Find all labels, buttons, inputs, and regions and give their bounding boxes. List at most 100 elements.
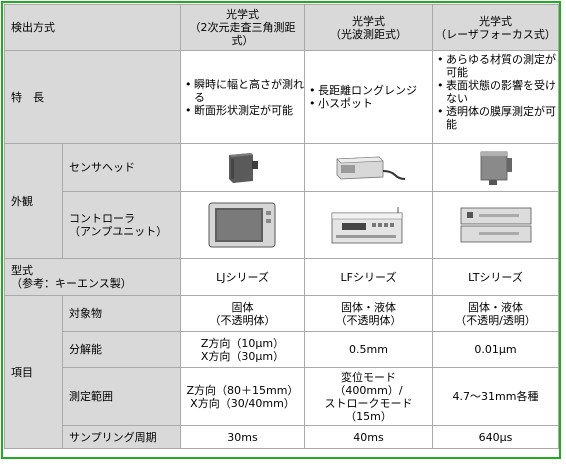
target-label: 対象物 bbox=[69, 307, 102, 320]
sampling-row: サンプリング周期 30ms 40ms 640μs bbox=[5, 425, 559, 449]
model-row: 型式 （参考：キーエンス製） LJシリーズ LFシリーズ LTシリーズ bbox=[4, 258, 559, 296]
col3-header-line1: 光学式 bbox=[479, 14, 512, 28]
appearance-label-cell: 外観 bbox=[4, 143, 63, 259]
model-col3-cell: LTシリーズ bbox=[432, 258, 559, 296]
lf-controller-cell bbox=[304, 191, 433, 259]
model-col1: LJシリーズ bbox=[216, 270, 269, 284]
items-label: 項目 bbox=[11, 365, 33, 379]
method-header-label: 検出方式 bbox=[11, 21, 55, 34]
sampling-col1-cell: 30ms bbox=[180, 425, 305, 449]
features-col1-item: 瞬時に幅と高さが測れる bbox=[185, 78, 304, 104]
lj-sensor-head-image bbox=[228, 152, 258, 183]
features-col3-item: 透明体の膜厚測定が可能 bbox=[437, 105, 558, 131]
col1-header-cell: 光学式 （2次元走査三角測距 式） bbox=[180, 4, 305, 51]
range-col1-cell: Z方向（80＋15mm） X方向（30/40mm） bbox=[180, 367, 305, 426]
sensor-head-label: センサヘッド bbox=[69, 161, 135, 174]
range-col1-line1: Z方向（80＋15mm） bbox=[186, 383, 299, 397]
target-col3-line1: 固体・液体 bbox=[468, 300, 523, 314]
appearance-label: 外観 bbox=[11, 194, 33, 208]
resolution-col1-line2: X方向（30μm） bbox=[200, 349, 285, 363]
col2-header-line2: （光波測距式） bbox=[330, 27, 407, 41]
sampling-col2: 40ms bbox=[353, 430, 384, 444]
range-col2-line2: （400mm）/ bbox=[334, 383, 403, 397]
target-col3-cell: 固体・液体 （不透明/透明） bbox=[432, 295, 559, 332]
features-col2-item: 小スポット bbox=[309, 97, 432, 110]
features-row: 特 長 瞬時に幅と高さが測れる 断面形状測定が可能 長距離ロングレンジ 小スポッ… bbox=[4, 50, 559, 144]
model-col2: LFシリーズ bbox=[340, 270, 397, 284]
resolution-row: 分解能 Z方向（10μm） X方向（30μm） 0.5mm 0.01μm bbox=[5, 331, 559, 368]
target-col1-line2: （不透明体） bbox=[209, 313, 276, 327]
lf-controller-image bbox=[331, 207, 402, 244]
resolution-col3-cell: 0.01μm bbox=[432, 331, 559, 368]
lj-controller-image bbox=[208, 202, 275, 248]
resolution-label-cell: 分解能 bbox=[62, 331, 181, 368]
features-col3-list: あらゆる材質の測定が可能 表面状態の影響を受けない 透明体の膜厚測定が可能 bbox=[437, 53, 558, 131]
features-col3-cell: あらゆる材質の測定が可能 表面状態の影響を受けない 透明体の膜厚測定が可能 bbox=[432, 50, 559, 144]
lt-sensor-head-cell bbox=[432, 143, 559, 192]
range-col2-cell: 変位モード （400mm）/ ストロークモード （15m） bbox=[304, 367, 433, 426]
col1-header-line1: 光学式 bbox=[226, 8, 259, 21]
model-col2-cell: LFシリーズ bbox=[304, 258, 433, 296]
target-col2-line1: 固体・液体 bbox=[341, 300, 396, 314]
controller-label-line1: コントローラ bbox=[69, 212, 135, 225]
sensor-head-label-cell: センサヘッド bbox=[62, 143, 181, 192]
features-col2-list: 長距離ロングレンジ 小スポット bbox=[309, 84, 432, 110]
model-label-line1: 型式 bbox=[11, 264, 33, 277]
sampling-col2-cell: 40ms bbox=[304, 425, 433, 449]
range-col3-cell: 4.7～31mm各種 bbox=[432, 367, 559, 426]
col1-header-line2: （2次元走査三角測距 bbox=[189, 21, 296, 34]
range-col2-line1: 変位モード bbox=[341, 370, 396, 384]
range-row: 測定範囲 Z方向（80＋15mm） X方向（30/40mm） 変位モード （40… bbox=[5, 367, 559, 426]
resolution-col1-cell: Z方向（10μm） X方向（30μm） bbox=[180, 331, 305, 368]
sampling-col1: 30ms bbox=[227, 430, 258, 444]
target-col2-cell: 固体・液体 （不透明体） bbox=[304, 295, 433, 332]
range-col2-line4: （15m） bbox=[345, 409, 392, 423]
features-col1-list: 瞬時に幅と高さが測れる 断面形状測定が可能 bbox=[185, 78, 304, 117]
lj-controller-cell bbox=[180, 191, 305, 259]
col3-header-cell: 光学式 （レーザフォーカス式） bbox=[432, 4, 559, 51]
range-label: 測定範囲 bbox=[69, 390, 113, 403]
lt-controller-cell bbox=[432, 191, 559, 259]
features-col1-item: 断面形状測定が可能 bbox=[185, 104, 304, 117]
header-row: 検出方式 光学式 （2次元走査三角測距 式） 光学式 （光波測距式） 光学式 （… bbox=[4, 4, 559, 51]
model-col3: LTシリーズ bbox=[468, 270, 523, 284]
target-col1-cell: 固体 （不透明体） bbox=[180, 295, 305, 332]
features-label-cell: 特 長 bbox=[4, 50, 181, 144]
sampling-col3-cell: 640μs bbox=[432, 425, 559, 449]
controller-row: コントローラ （アンプユニット） bbox=[5, 191, 559, 259]
lf-sensor-head-image bbox=[335, 156, 405, 180]
resolution-label: 分解能 bbox=[69, 343, 102, 356]
items-label-cell: 項目 bbox=[4, 295, 63, 449]
target-col3-line2: （不透明/透明） bbox=[455, 313, 536, 327]
features-label: 特 長 bbox=[11, 90, 44, 104]
features-col2-item: 長距離ロングレンジ bbox=[309, 84, 432, 97]
sampling-label-cell: サンプリング周期 bbox=[62, 425, 181, 449]
comparison-table: 検出方式 光学式 （2次元走査三角測距 式） 光学式 （光波測距式） 光学式 （… bbox=[4, 4, 559, 449]
target-col1-line1: 固体 bbox=[231, 300, 254, 314]
features-col1-cell: 瞬時に幅と高さが測れる 断面形状測定が可能 bbox=[180, 50, 305, 144]
features-col3-item: あらゆる材質の測定が可能 bbox=[437, 53, 558, 79]
sampling-col3: 640μs bbox=[478, 430, 513, 444]
features-col3-item: 表面状態の影響を受けない bbox=[437, 79, 558, 105]
col2-header-line1: 光学式 bbox=[352, 14, 385, 28]
range-col1-line2: X方向（30/40mm） bbox=[190, 396, 295, 410]
model-col1-cell: LJシリーズ bbox=[180, 258, 305, 296]
controller-label-line2: （アンプユニット） bbox=[69, 225, 168, 238]
sampling-label: サンプリング周期 bbox=[69, 430, 157, 444]
sensor-head-row: 外観 センサヘッド bbox=[4, 143, 559, 259]
target-row: 項目 対象物 固体 （不透明体） 固体・液体 （不透明体） 固体・液体 （不透明… bbox=[4, 295, 559, 449]
range-col3: 4.7～31mm各種 bbox=[452, 390, 539, 403]
lt-controller-image bbox=[460, 207, 531, 243]
target-col2-line2: （不透明体） bbox=[335, 313, 402, 327]
lj-sensor-head-cell bbox=[180, 143, 305, 192]
resolution-col3: 0.01μm bbox=[474, 343, 517, 356]
col3-header-line2: （レーザフォーカス式） bbox=[435, 27, 556, 41]
method-header-cell: 検出方式 bbox=[4, 4, 181, 51]
resolution-col1-line1: Z方向（10μm） bbox=[200, 336, 285, 350]
range-col2-line3: ストロークモード bbox=[324, 396, 413, 410]
controller-label-cell: コントローラ （アンプユニット） bbox=[62, 191, 181, 259]
features-col2-cell: 長距離ロングレンジ 小スポット bbox=[304, 50, 433, 144]
model-label-line2: （参考：キーエンス製） bbox=[11, 277, 132, 290]
resolution-col2-cell: 0.5mm bbox=[304, 331, 433, 368]
model-label-cell: 型式 （参考：キーエンス製） bbox=[4, 258, 181, 296]
